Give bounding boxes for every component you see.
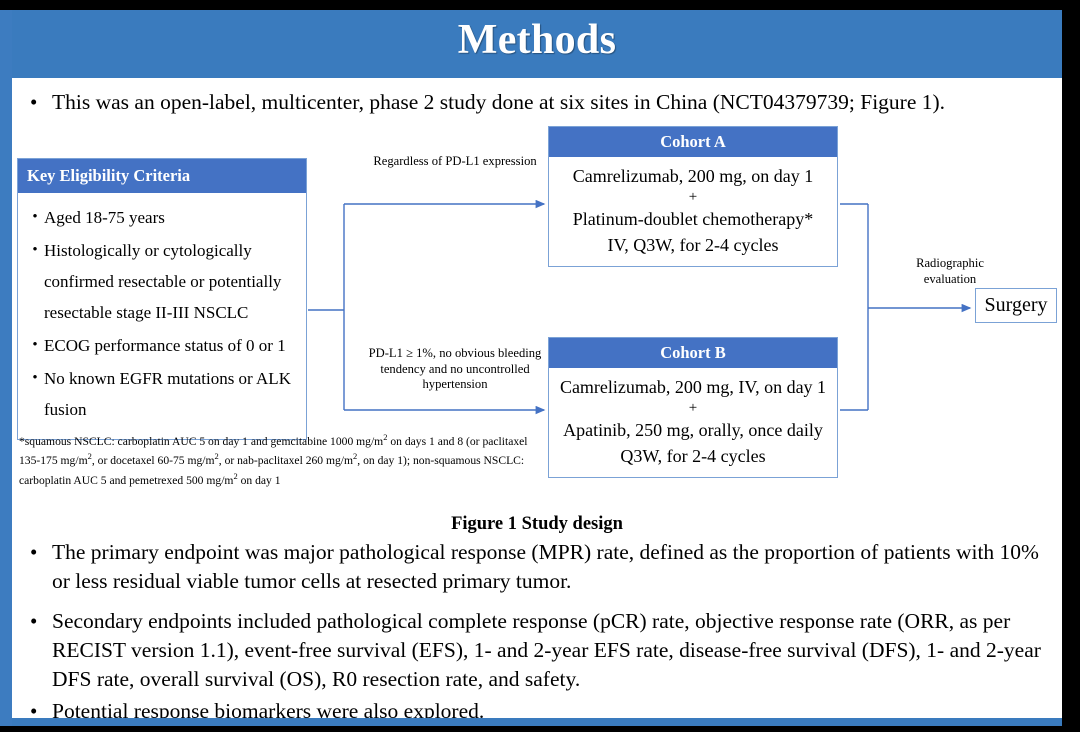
list-item: • No known EGFR mutations or ALK fusion <box>26 363 298 425</box>
body-bullet-text: The primary endpoint was major pathologi… <box>52 540 1039 593</box>
cohort-a-header: Cohort A <box>549 127 837 157</box>
eligibility-item-label: Histologically or cytologically confirme… <box>44 241 282 322</box>
bullet-marker: • <box>32 337 38 353</box>
connector-label-cohort-a: Regardless of PD-L1 expression <box>373 154 537 168</box>
eligibility-body: • Aged 18-75 years • Histologically or c… <box>18 193 306 439</box>
cohort-b-body: Camrelizumab, 200 mg, IV, on day 1 + Apa… <box>549 368 837 477</box>
intro-bullet-text: This was an open-label, multicenter, pha… <box>52 90 946 114</box>
connector-label-cohort-b: PD-L1 ≥ 1%, no obvious bleeding tendency… <box>368 346 542 391</box>
surgery-box: Surgery <box>975 288 1057 323</box>
cohort-a-body: Camrelizumab, 200 mg, on day 1 + Platinu… <box>549 157 837 266</box>
cohort-a-box: Cohort A Camrelizumab, 200 mg, on day 1 … <box>548 126 838 267</box>
eligibility-item-label: Aged 18-75 years <box>44 208 165 227</box>
list-item: • Histologically or cytologically confir… <box>26 235 298 328</box>
cohort-b-line-1: Camrelizumab, 200 mg, IV, on day 1 <box>559 377 827 397</box>
list-item: • ECOG performance status of 0 or 1 <box>26 330 298 361</box>
bullet-marker: • <box>30 540 38 564</box>
figure-caption: Figure 1 Study design <box>451 514 623 534</box>
cohort-b-plus: + <box>688 400 698 416</box>
cohort-a-line-1: Camrelizumab, 200 mg, on day 1 <box>572 166 814 186</box>
bottom-accent-bar <box>12 718 1062 726</box>
body-bullet-primary-endpoint: • The primary endpoint was major patholo… <box>30 538 1045 596</box>
cohort-b-header: Cohort B <box>549 338 837 368</box>
bullet-marker: • <box>30 90 38 114</box>
bullet-marker: • <box>32 370 38 386</box>
bullet-marker: • <box>30 609 38 633</box>
body-bullet-secondary-endpoints: • Secondary endpoints included pathologi… <box>30 607 1050 694</box>
page-title: Methods <box>457 17 617 63</box>
intro-bullet: • This was an open-label, multicenter, p… <box>30 88 1045 117</box>
bullet-marker: • <box>30 699 38 723</box>
study-design-diagram: Key Eligibility Criteria • Aged 18-75 ye… <box>12 118 1062 510</box>
cohort-a-line-2: Platinum-doublet chemotherapy* <box>572 209 814 229</box>
eligibility-header: Key Eligibility Criteria <box>18 159 306 193</box>
left-accent-bar <box>0 10 12 726</box>
cohort-b-box: Cohort B Camrelizumab, 200 mg, IV, on da… <box>548 337 838 478</box>
surgery-label: Surgery <box>984 294 1048 316</box>
cohort-b-line-3: Q3W, for 2-4 cycles <box>620 446 766 466</box>
eligibility-item-label: ECOG performance status of 0 or 1 <box>44 336 286 355</box>
bullet-marker: • <box>32 209 38 225</box>
cohort-a-plus: + <box>688 189 698 205</box>
bullet-marker: • <box>32 242 38 258</box>
body-bullet-text: Secondary endpoints included pathologica… <box>52 609 1041 691</box>
slide-canvas: Methods • This was an open-label, multic… <box>12 10 1062 726</box>
list-item: • Aged 18-75 years <box>26 202 298 233</box>
connector-label-surgery: Radiographic evaluation <box>916 256 984 286</box>
cohort-a-line-3: IV, Q3W, for 2-4 cycles <box>607 235 779 255</box>
eligibility-item-label: No known EGFR mutations or ALK fusion <box>44 369 291 419</box>
cohort-b-line-2: Apatinib, 250 mg, orally, once daily <box>563 420 823 440</box>
eligibility-criteria-box: Key Eligibility Criteria • Aged 18-75 ye… <box>17 158 307 440</box>
chemotherapy-footnote: *squamous NSCLC: carboplatin AUC 5 on da… <box>19 432 528 487</box>
title-banner: Methods <box>12 10 1062 78</box>
